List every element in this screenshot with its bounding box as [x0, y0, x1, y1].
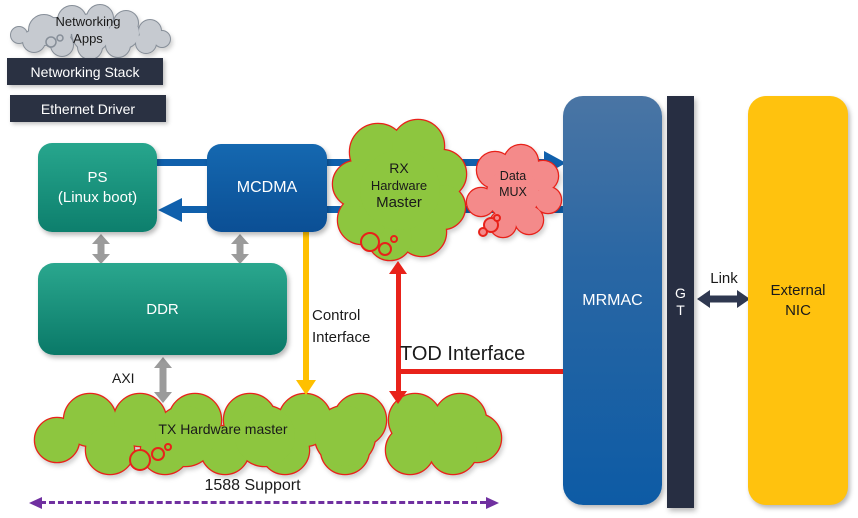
mcdma-ddr-double-arrow-icon	[231, 234, 249, 264]
ddr-label: DDR	[146, 300, 179, 318]
ethernet-driver-box: Ethernet Driver	[10, 95, 166, 122]
control-interface-label: Control Interface	[312, 305, 370, 349]
axi-double-arrow-icon	[154, 357, 172, 403]
support-1588-dashed-line	[40, 501, 486, 504]
control-interface-arrowhead-icon	[296, 380, 316, 395]
tod-vertical-line	[396, 273, 401, 393]
support-1588-label: 1588 Support	[204, 477, 301, 494]
tod-arrowhead-up-icon	[389, 261, 407, 274]
mcdma-box: MCDMA	[207, 144, 327, 232]
tx-cloud-label: TX Hardware master	[158, 421, 288, 437]
networking-apps-line2: Apps	[73, 31, 103, 46]
tx-cloud-bubbles-icon	[129, 443, 172, 471]
control-interface-line	[303, 232, 309, 382]
rx-cloud-bubbles-icon	[360, 232, 398, 256]
data-mux-line1: Data	[499, 169, 527, 183]
mrmac-box: MRMAC	[563, 96, 662, 505]
ethernet-driver-label: Ethernet Driver	[40, 100, 136, 117]
link-double-arrow-icon	[697, 290, 750, 308]
tod-arrowhead-down-icon	[389, 391, 407, 404]
external-nic-label-line1: External	[770, 281, 826, 299]
ps-ddr-double-arrow-icon	[92, 234, 110, 264]
support-1588-arrowhead-left-icon	[29, 497, 42, 509]
link-label: Link	[710, 270, 738, 287]
tod-interface-label: TOD Interface	[400, 343, 526, 365]
gt-label-line2: T	[676, 302, 685, 318]
rx-cloud-label: RX Hardware Master	[349, 160, 449, 212]
data-mux-line2: MUX	[499, 185, 527, 199]
tod-horizontal-line	[398, 369, 565, 374]
rx-label-line3: Master	[376, 194, 422, 211]
mrmac-label: MRMAC	[582, 291, 643, 309]
data-mux-cloud	[465, 143, 563, 239]
networking-stack-label: Networking Stack	[30, 63, 140, 80]
networking-apps-cloud	[10, 4, 171, 60]
control-interface-line1: Control	[312, 307, 361, 324]
ps-label-line1: PS	[87, 168, 108, 186]
ddr-box: DDR	[38, 263, 287, 355]
ps-box: PS (Linux boot)	[38, 143, 157, 232]
networking-stack-box: Networking Stack	[7, 58, 163, 85]
mcdma-label: MCDMA	[236, 179, 298, 196]
control-interface-line2: Interface	[312, 329, 371, 346]
networking-apps-line1: Networking	[55, 14, 121, 29]
gt-box: G T	[667, 96, 694, 508]
datapath-arrowhead-into-ps-icon	[158, 198, 182, 222]
axi-label: AXI	[112, 370, 135, 386]
gt-label-line1: G	[675, 285, 686, 301]
networking-apps-label: Networking Apps	[28, 13, 148, 47]
ps-label-line2: (Linux boot)	[57, 188, 138, 206]
support-1588-arrowhead-right-icon	[486, 497, 499, 509]
external-nic-label-line2: NIC	[785, 301, 811, 319]
tx-hardware-master-cloud	[33, 392, 503, 476]
rx-hardware-master-cloud	[331, 118, 468, 262]
external-nic-box: External NIC	[748, 96, 848, 505]
rx-label-line2: Hardware	[370, 178, 428, 193]
apps-cloud-bubbles-icon	[45, 34, 64, 48]
data-mux-cloud-bubbles-icon	[478, 214, 501, 237]
data-mux-label: Data MUX	[483, 168, 543, 200]
rx-label-line1: RX	[389, 160, 409, 176]
